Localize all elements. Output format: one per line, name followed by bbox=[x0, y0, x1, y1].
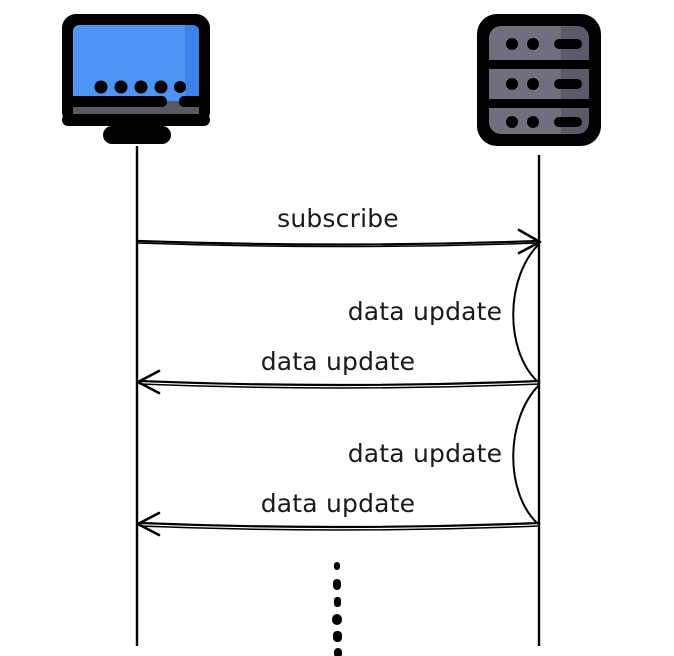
monitor-icon[interactable] bbox=[62, 14, 210, 144]
monitor-base-lip bbox=[62, 114, 210, 126]
message-label-return-data-update-2: data update bbox=[261, 489, 416, 518]
arrowhead-right-subscribe bbox=[517, 228, 542, 255]
message-return-data-update-2[interactable]: data update bbox=[136, 489, 541, 537]
message-return-data-update-1[interactable]: data update bbox=[136, 347, 541, 395]
message-return-line-1 bbox=[138, 379, 541, 387]
selfloop-curve-2 bbox=[512, 384, 540, 524]
message-label-self-data-update-2: data update bbox=[348, 439, 503, 468]
message-return-line-2 bbox=[138, 521, 541, 529]
server-bay-separator-2 bbox=[489, 99, 589, 108]
monitor-foot bbox=[103, 126, 171, 144]
server-rack-icon[interactable] bbox=[477, 14, 601, 146]
server-bay-separator-1 bbox=[489, 60, 589, 69]
message-label-return-data-update-1: data update bbox=[261, 347, 416, 376]
lifelines bbox=[135, 146, 541, 646]
server-bay-2 bbox=[506, 78, 582, 90]
arrowhead-left-data-update-1 bbox=[136, 369, 161, 395]
arrowhead-left-data-update-2 bbox=[136, 511, 161, 537]
message-return-line-2-shadow bbox=[139, 525, 540, 531]
message-subscribe-line-shadow bbox=[137, 242, 539, 248]
monitor-screen-dots bbox=[94, 80, 186, 94]
vertical-ellipsis-icon bbox=[332, 562, 342, 656]
monitor-base-divider-left bbox=[67, 96, 167, 107]
selfloop-curve-1 bbox=[512, 243, 540, 382]
message-label-self-data-update-1: data update bbox=[348, 297, 503, 326]
message-self-data-update-1[interactable]: data update bbox=[348, 243, 540, 382]
message-self-data-update-2[interactable]: data update bbox=[348, 384, 540, 524]
message-subscribe[interactable]: subscribe bbox=[136, 204, 542, 255]
message-label-subscribe: subscribe bbox=[277, 204, 399, 233]
server-bay-3 bbox=[506, 116, 582, 128]
monitor-base-divider-right bbox=[179, 96, 207, 107]
message-subscribe-line bbox=[136, 239, 540, 246]
message-return-line-1-shadow bbox=[139, 383, 540, 389]
server-bay-1 bbox=[506, 38, 582, 50]
monitor-screen-shade bbox=[185, 25, 199, 101]
